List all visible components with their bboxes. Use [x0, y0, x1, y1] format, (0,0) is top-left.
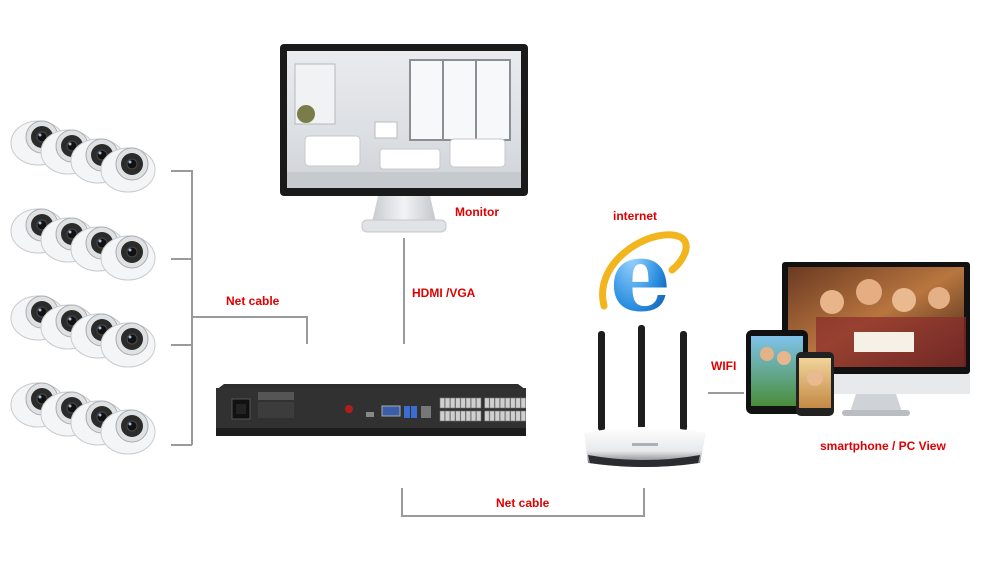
- wifi-line: [708, 392, 744, 394]
- nvr-recorder: [216, 384, 526, 436]
- dome-camera-array: [10, 120, 156, 455]
- camera-bus-vertical: [191, 170, 193, 445]
- dome-camera: [100, 409, 156, 455]
- wifi-router: [584, 325, 706, 467]
- hdmi-vga-label: HDMI /VGA: [412, 286, 476, 300]
- net-cable-label-left: Net cable: [226, 294, 280, 308]
- bottom-cable-left: [401, 488, 403, 516]
- pc-and-mobile-devices: [746, 262, 970, 416]
- internet-label: internet: [613, 209, 658, 223]
- dome-camera: [100, 322, 156, 368]
- net-cable-horizontal: [191, 316, 307, 318]
- camera-tap-3: [171, 344, 192, 346]
- bottom-cable-horizontal: [401, 515, 645, 517]
- bottom-cable-right: [643, 488, 645, 516]
- smartphone-pc-view-label: smartphone / PC View: [820, 439, 946, 453]
- internet-explorer-icon: e: [599, 220, 690, 333]
- dome-camera: [100, 235, 156, 281]
- wifi-label: WIFI: [711, 359, 737, 373]
- camera-tap-1: [171, 170, 192, 172]
- monitor: [280, 44, 528, 233]
- net-cable-label-bottom: Net cable: [496, 496, 550, 510]
- dome-camera: [100, 147, 156, 193]
- net-cable-drop: [306, 316, 308, 344]
- camera-tap-4: [171, 444, 192, 446]
- camera-tap-2: [171, 258, 192, 260]
- monitor-label: Monitor: [455, 205, 499, 219]
- hdmi-vga-line: [403, 238, 405, 344]
